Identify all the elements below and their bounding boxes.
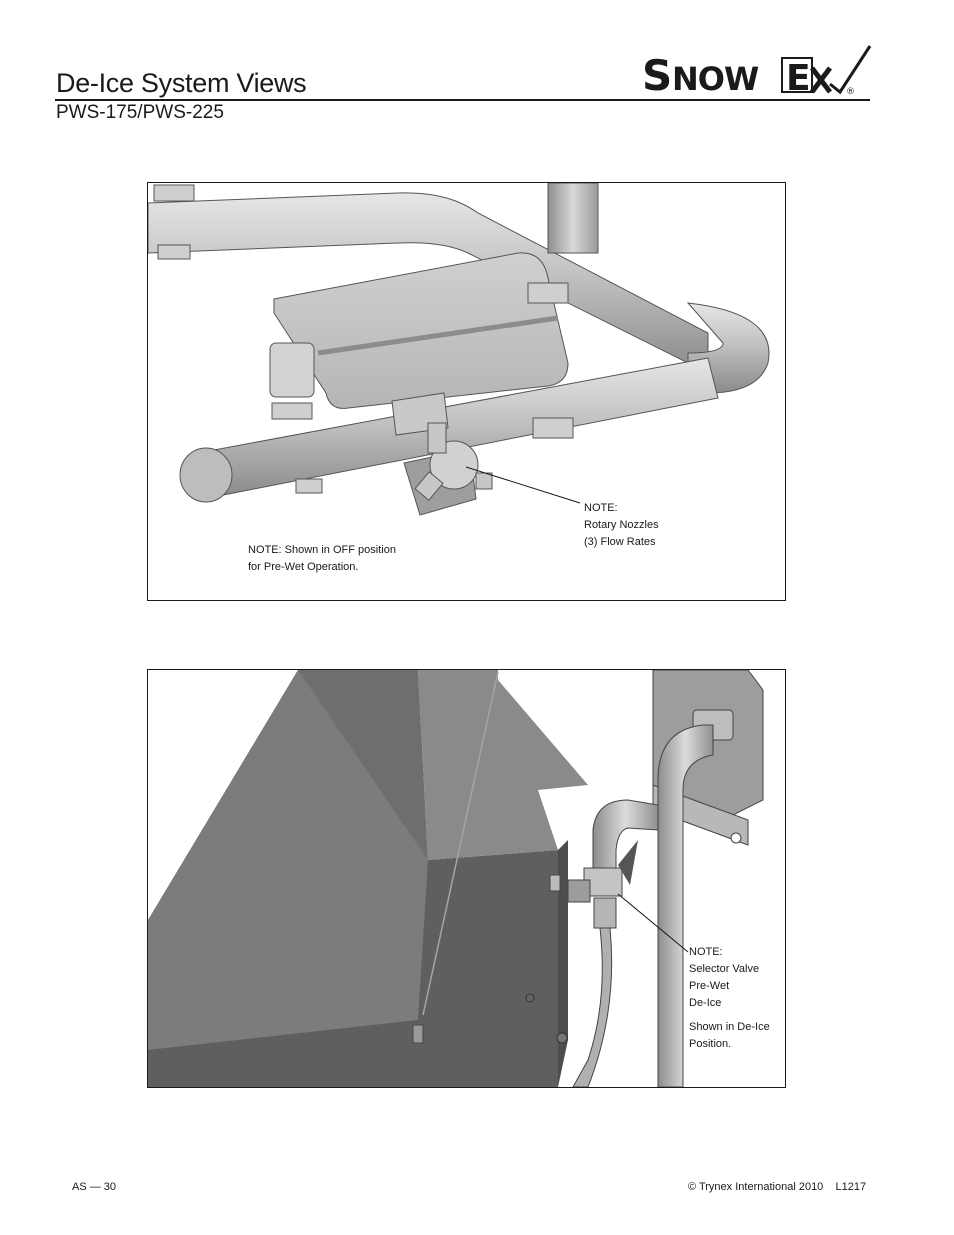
note-off-position: NOTE: Shown in OFF position for Pre-Wet … [248, 544, 396, 573]
svg-text:E: E [786, 58, 811, 99]
note-selector-valve: NOTE: Selector Valve Pre-Wet De-Ice [689, 946, 760, 1009]
figure-rotary-nozzles: NOTE: Shown in OFF position for Pre-Wet … [147, 182, 786, 601]
figure-selector-valve: NOTE: Selector Valve Pre-Wet De-Ice Show… [147, 669, 786, 1088]
note-rotary-nozzles: NOTE: Rotary Nozzles (3) Flow Rates [584, 502, 659, 548]
page-title: De-Ice System Views [56, 68, 307, 98]
svg-text:S: S [642, 51, 672, 100]
spinner-chute-illustration [148, 670, 764, 1087]
note-de-ice-position: Shown in De-Ice Position. [689, 1021, 770, 1050]
logo-graphic: S NOW E ® [642, 45, 872, 100]
page-subtitle: PWS-175/PWS-225 [56, 102, 224, 123]
snowex-logo: S NOW E ® [640, 40, 872, 100]
registered-mark: ® [846, 87, 855, 97]
copyright-line: © Trynex International 2010 L1217 [688, 1181, 867, 1193]
header-rule [55, 99, 870, 101]
page-number: AS — 30 [72, 1181, 117, 1193]
pipe-assembly-illustration [148, 183, 770, 516]
svg-text:NOW: NOW [672, 60, 759, 98]
